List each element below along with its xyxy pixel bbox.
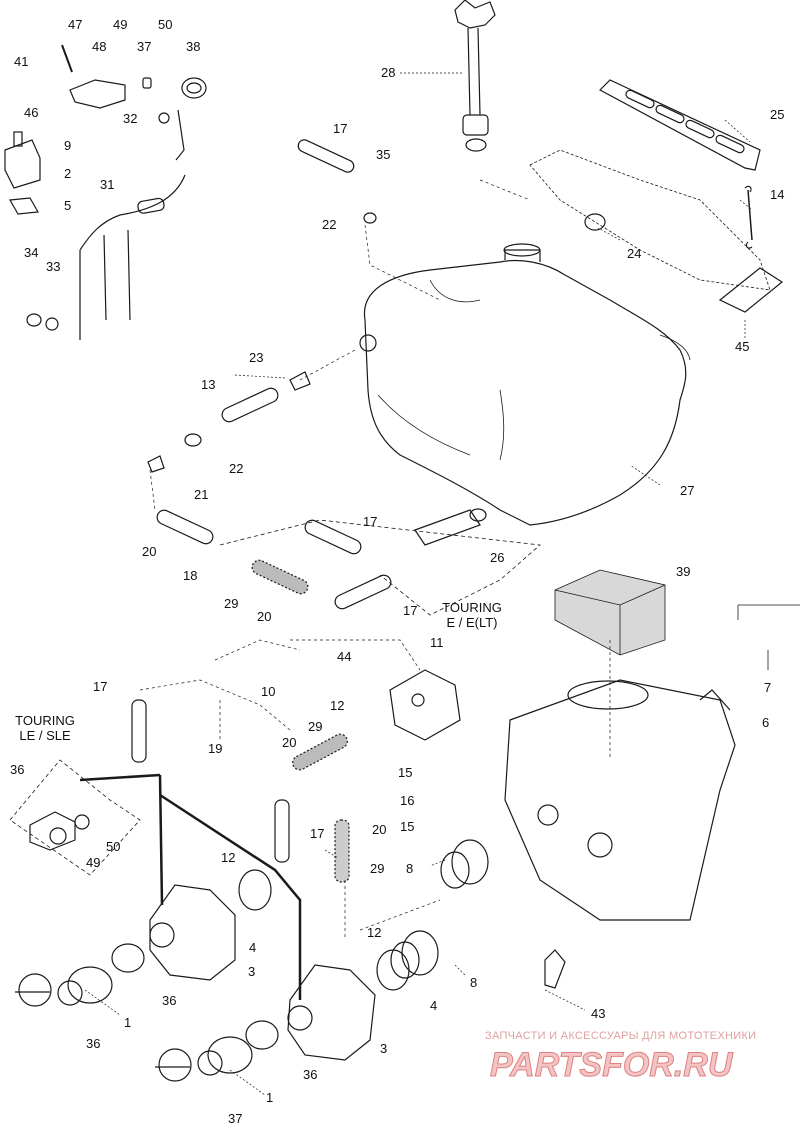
callout-1a: 1	[124, 1015, 132, 1030]
callout-17a: 17	[333, 121, 348, 136]
callout-17c: 17	[403, 603, 418, 618]
callout-11: 11	[430, 635, 444, 650]
variant-label-touring-le: TOURING LE / SLE	[4, 713, 86, 743]
callout-37: 37	[137, 39, 152, 54]
callout-38: 38	[186, 39, 201, 54]
callout-20a: 20	[142, 544, 157, 559]
callout-8a: 8	[406, 861, 414, 876]
callout-8b: 8	[470, 975, 478, 990]
variant-touring-e-line1: TOURING	[442, 600, 502, 615]
callout-34: 35	[376, 147, 391, 162]
callout-36a: 36	[162, 993, 177, 1008]
callout-45: 41	[14, 54, 29, 69]
callout-50: 50	[106, 839, 121, 854]
console-body	[504, 679, 736, 921]
callout-12c: 12	[367, 925, 382, 940]
callout-40: 46	[24, 105, 39, 120]
callout-20d: 20	[372, 822, 387, 837]
callout-13: 13	[201, 377, 216, 392]
callout-15a: 15	[398, 765, 413, 780]
callout-47: 45	[735, 339, 750, 354]
callout-6: 6	[762, 715, 770, 730]
callout-25: 25	[770, 107, 785, 122]
callout-46: 44	[337, 649, 352, 664]
callout-28: 28	[381, 65, 396, 80]
callout-7: 7	[764, 680, 772, 695]
callout-29a: 29	[224, 596, 239, 611]
callout-31: 32	[123, 111, 138, 126]
callout-43: 49	[113, 17, 128, 32]
heat-shield	[599, 79, 761, 171]
variant-touring-le-line2: LE / SLE	[19, 728, 71, 743]
callout-29b: 29	[308, 719, 323, 734]
carburetor-upper	[149, 884, 236, 981]
callout-3a: 3	[248, 964, 256, 979]
watermark-logo: PARTSFOR.RU	[490, 1046, 734, 1085]
callout-29c: 29	[370, 861, 385, 876]
callout-24: 24	[627, 246, 642, 261]
callout-14: 14	[770, 187, 785, 202]
callout-36c: 36	[303, 1067, 318, 1082]
callout-12b: 12	[221, 850, 236, 865]
callout-32: 33	[46, 259, 61, 274]
variant-touring-e-line2: E / E(LT)	[446, 615, 498, 630]
callout-23: 23	[249, 350, 264, 365]
variant-label-touring-e: TOURING E / E(LT)	[432, 600, 512, 630]
callout-2: 2	[64, 166, 72, 181]
callout-19: 19	[208, 741, 223, 756]
callout-20c: 20	[282, 735, 297, 750]
callout-12a: 12	[330, 698, 345, 713]
callout-4a: 4	[249, 940, 257, 955]
callout-17e: 17	[310, 826, 325, 841]
callout-35: 36	[10, 762, 25, 777]
callout-33: 34	[24, 245, 39, 260]
callout-22b: 22	[229, 461, 244, 476]
callout-36b: 36	[86, 1036, 101, 1051]
callout-18: 18	[183, 568, 198, 583]
callout-49: 49	[86, 855, 101, 870]
callout-10: 10	[261, 684, 276, 699]
callout-1b: 1	[266, 1090, 274, 1105]
callout-44: 50	[158, 17, 173, 32]
callout-48: 43	[591, 1006, 606, 1021]
carburetor-lower	[287, 964, 376, 1061]
watermark-caption: ЗАПЧАСТИ И АКСЕССУАРЫ ДЛЯ МОТОТЕХНИКИ	[485, 1030, 757, 1042]
callout-22a: 22	[322, 217, 337, 232]
callout-17b: 17	[363, 514, 378, 529]
callout-4b: 4	[430, 998, 438, 1013]
callout-16: 16	[400, 793, 415, 808]
callout-3b: 3	[380, 1041, 388, 1056]
callout-39: 39	[676, 564, 691, 579]
variant-touring-le-line1: TOURING	[15, 713, 75, 728]
callout-20b: 20	[257, 609, 272, 624]
callout-27: 27	[680, 483, 695, 498]
fuel-sender	[454, 0, 496, 152]
fuel-tank	[363, 259, 687, 526]
callout-42: 48	[92, 39, 107, 54]
callout-15b: 15	[400, 819, 415, 834]
callout-41: 47	[68, 17, 83, 32]
callout-36d: 37	[228, 1111, 243, 1126]
callout-30: 31	[100, 177, 115, 192]
callout-26: 26	[490, 550, 505, 565]
callout-5: 5	[64, 198, 72, 213]
callout-17d: 17	[93, 679, 108, 694]
callout-21: 21	[194, 487, 209, 502]
callout-9: 9	[64, 138, 72, 153]
watermark-logo-text: PARTSFOR.RU	[490, 1046, 734, 1084]
